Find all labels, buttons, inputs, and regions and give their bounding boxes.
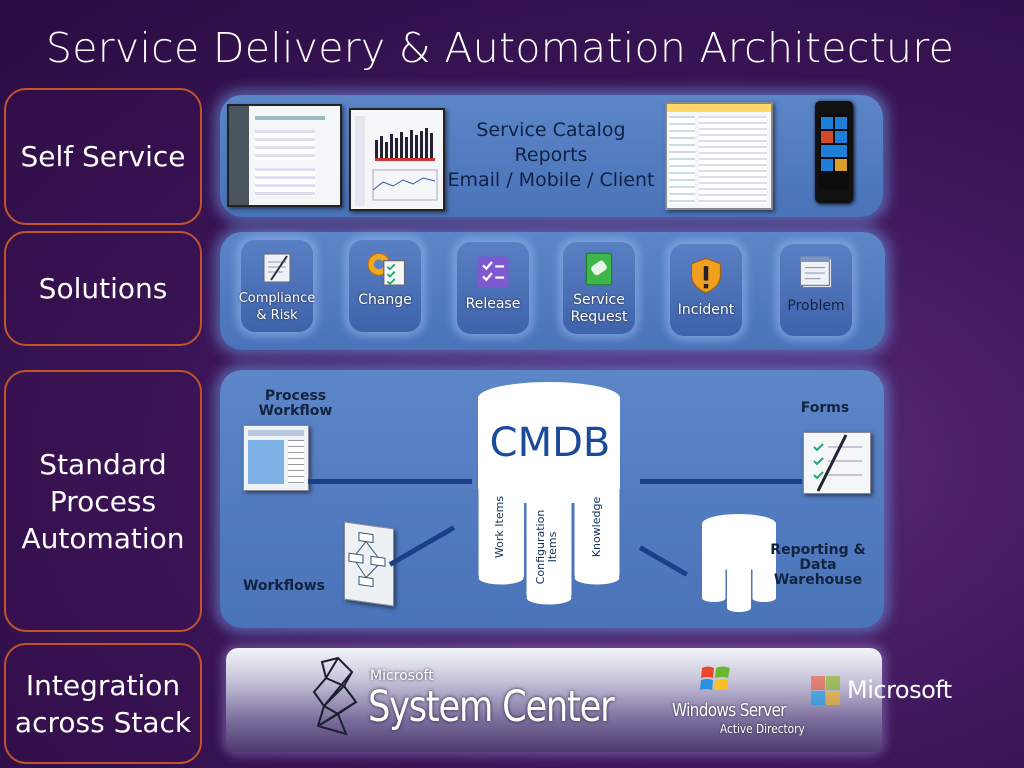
reporting-label-line: Data (799, 557, 837, 573)
cmdb-label: CMDB (489, 420, 611, 466)
row-label-integration: Integration across Stack (4, 643, 202, 764)
windows-flag-icon (700, 666, 730, 690)
system-center-label: System Center (368, 682, 615, 732)
solution-change[interactable]: Change (349, 240, 421, 332)
reporting-label-line: Reporting & (770, 542, 866, 558)
process-workflow-icon (243, 425, 309, 491)
windows-server-label: Windows Server (672, 700, 786, 721)
microsoft-logo-text: Microsoft (847, 676, 952, 704)
solution-label: Change (358, 292, 412, 308)
forms-icon (803, 432, 871, 494)
release-icon (477, 256, 509, 288)
solution-label: Incident (677, 302, 735, 318)
active-directory-label: Active Directory (720, 722, 805, 736)
incident-icon (691, 257, 721, 294)
system-center-logo-icon (312, 656, 358, 736)
row-label-solutions: Solutions (4, 231, 202, 346)
solution-label: Service (573, 292, 625, 308)
mobile-phone-screenshot (815, 101, 853, 203)
configuration-items-label: Configuration Items (534, 509, 559, 585)
self-service-description: Service Catalog Reports Email / Mobile /… (440, 118, 662, 193)
solution-label: Request (570, 309, 628, 325)
page-title: Service Delivery & Automation Architectu… (45, 24, 955, 72)
solution-label: Problem (787, 298, 845, 314)
process-workflow-label-line: Process (264, 388, 327, 404)
process-workflow-label: Process Workflow (238, 389, 353, 419)
row-label-text: Solutions (38, 272, 168, 305)
connector-forms (640, 479, 802, 484)
compliance-icon (263, 253, 291, 283)
solution-service-request[interactable]: Service Request (563, 242, 635, 334)
solutions-panel (220, 232, 885, 350)
forms-label: Forms (800, 400, 850, 416)
workflows-label: Workflows (242, 578, 326, 594)
reporting-label-line: Warehouse (773, 572, 863, 588)
row-label-standard-process-automation: Standard Process Automation (4, 370, 202, 632)
solution-compliance-risk[interactable]: Compliance & Risk (238, 240, 316, 332)
microsoft-small-label: Microsoft (370, 668, 434, 684)
workflows-icon (344, 521, 394, 607)
microsoft-logo-icon (811, 676, 840, 705)
knowledge-label: Knowledge (590, 496, 603, 558)
row-label-text: Automation (21, 521, 185, 555)
integration-panel (226, 648, 882, 752)
work-items-label: Work Items (493, 495, 506, 559)
problem-icon (799, 255, 833, 289)
reports-screenshot (349, 108, 445, 211)
process-workflow-label-line: Workflow (258, 403, 333, 419)
row-label-self-service: Self Service (4, 88, 202, 225)
solution-label: Compliance (238, 291, 316, 306)
email-mobile-client-label: Email / Mobile / Client (447, 169, 655, 191)
reports-label: Reports (514, 144, 588, 166)
report-chart-graphic (355, 116, 438, 206)
portal-screenshot (227, 104, 342, 207)
reporting-warehouse-label: Reporting & Data Warehouse (770, 543, 866, 588)
row-label-text: Integration (25, 668, 181, 702)
solution-incident[interactable]: Incident (670, 244, 742, 336)
reporting-db-icon (702, 514, 776, 612)
row-label-text: Self Service (20, 140, 186, 173)
solution-label: Release (465, 296, 521, 312)
cmdb-cylinders (477, 382, 621, 606)
solution-label: & Risk (256, 308, 298, 323)
solution-release[interactable]: Release (457, 242, 529, 334)
row-label-text: across Stack (14, 705, 192, 739)
connector-process-workflow (308, 479, 472, 484)
row-label-text: Standard (39, 447, 167, 481)
row-label-text: Process (49, 484, 157, 518)
service-catalog-label: Service Catalog (476, 119, 626, 141)
change-icon (367, 252, 406, 286)
email-client-screenshot (665, 102, 773, 210)
service-request-icon (585, 252, 613, 286)
solution-problem[interactable]: Problem (780, 244, 852, 336)
